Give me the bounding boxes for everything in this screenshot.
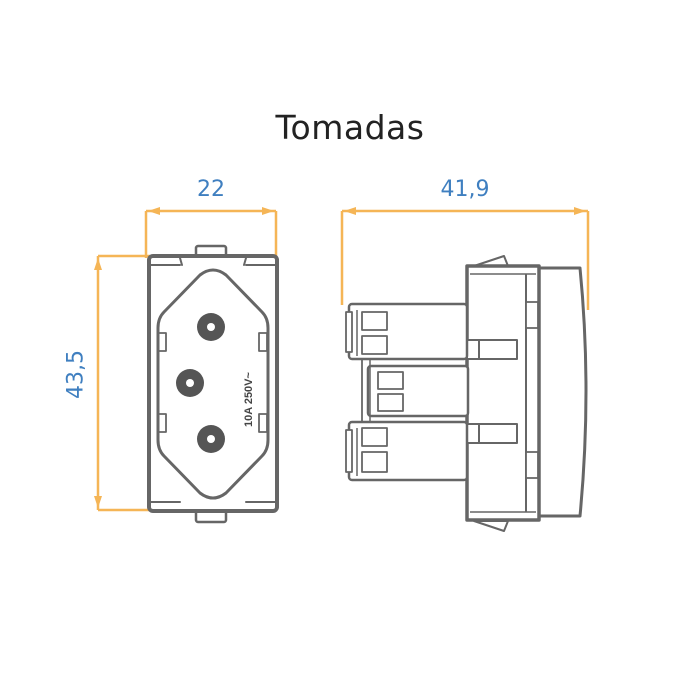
depth-dimension-label: 41,9	[440, 177, 490, 202]
rating-label: 10A 250V~	[243, 371, 255, 427]
socket-side-view	[345, 255, 588, 532]
diagram-title: Tomadas	[275, 108, 425, 147]
socket-pin-holes	[176, 313, 225, 453]
socket-front-view	[147, 244, 279, 524]
dimension-lines	[96, 209, 590, 512]
dimension-arrows	[94, 207, 586, 508]
width-dimension-label: 22	[197, 177, 225, 202]
